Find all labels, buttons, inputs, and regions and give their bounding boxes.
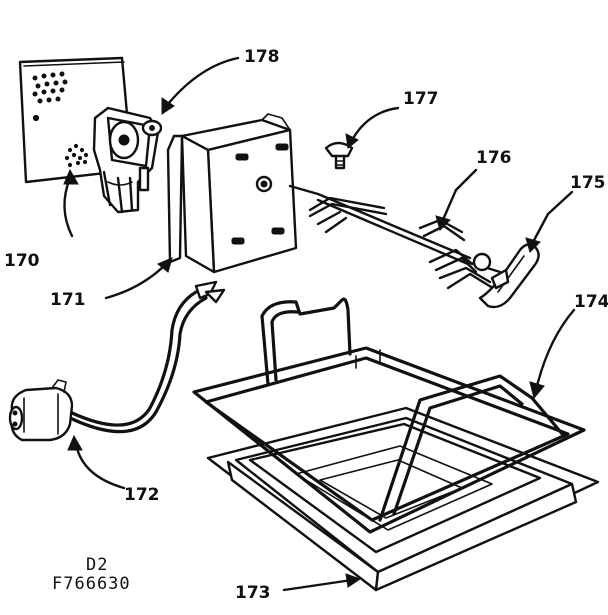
part-172-cord <box>8 280 226 442</box>
label-174: 174 <box>574 292 608 312</box>
label-178: 178 <box>244 47 280 67</box>
label-175: 175 <box>570 173 606 193</box>
part-171-gearbox <box>166 113 320 274</box>
part-174-rack <box>192 297 586 534</box>
footer-code-line1: D2 <box>86 555 108 575</box>
label-171: 171 <box>50 290 86 310</box>
label-176: 176 <box>476 148 512 168</box>
part-177-screw <box>324 141 354 170</box>
leader-arrows <box>63 56 576 592</box>
part-178-motor <box>92 106 163 214</box>
part-173-drip-pan <box>206 406 600 592</box>
part-176-spit <box>308 192 502 292</box>
label-177: 177 <box>403 89 439 109</box>
part-175-handle <box>478 243 540 309</box>
label-170: 170 <box>4 251 40 271</box>
footer-code-line2: F766630 <box>52 574 131 594</box>
label-172: 172 <box>124 485 160 505</box>
label-173: 173 <box>235 583 271 603</box>
